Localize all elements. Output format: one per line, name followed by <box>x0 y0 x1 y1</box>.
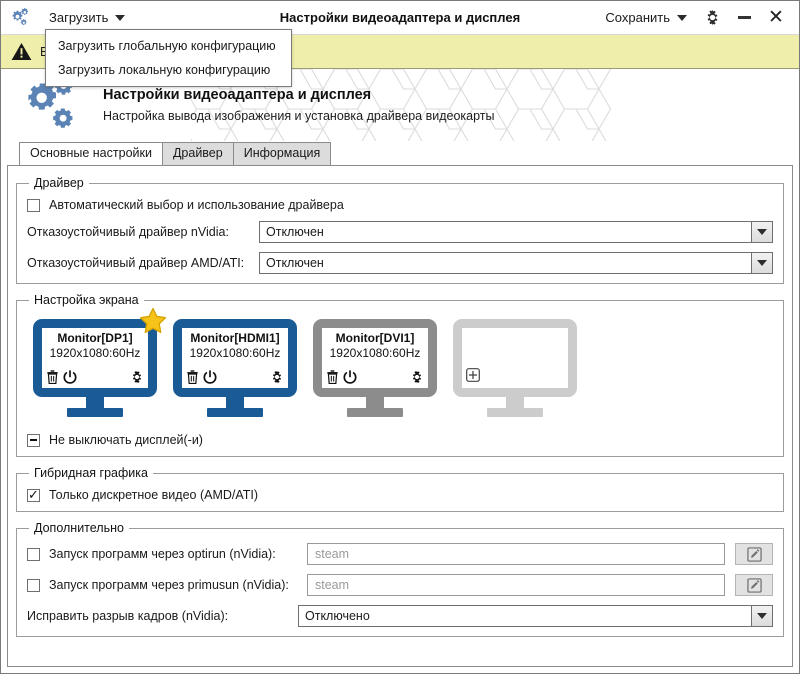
plus-box-icon[interactable] <box>466 368 480 385</box>
tab-content-main-settings: Драйвер Автоматический выбор и использов… <box>7 165 793 667</box>
nvidia-fallback-row: Отказоустойчивый драйвер nVidia: Отключе… <box>27 221 773 243</box>
menu-item-local-config[interactable]: Загрузить локальную конфигурацию <box>58 63 271 77</box>
driver-group-legend: Драйвер <box>34 176 84 190</box>
monitor-card-dp1[interactable]: Monitor[DP1] 1920x1080:60Hz <box>33 307 167 417</box>
primusun-row: Запуск программ через primusun (nVidia):… <box>27 574 773 596</box>
monitor-card-add[interactable] <box>453 319 577 417</box>
close-icon: ✕ <box>768 7 784 28</box>
power-icon[interactable] <box>203 370 217 387</box>
driver-group: Драйвер Автоматический выбор и использов… <box>16 176 784 284</box>
tab-bar: Основные настройки Драйвер Информация <box>1 141 799 165</box>
monitor-card-hdmi1[interactable]: Monitor[HDMI1] 1920x1080:60Hz <box>173 319 297 417</box>
monitor-mode: 1920x1080:60Hz <box>49 346 141 360</box>
chevron-down-icon <box>751 253 772 273</box>
load-menu-button[interactable]: Загрузить <box>41 5 133 31</box>
discrete-only-checkbox[interactable]: ✓ <box>27 486 40 502</box>
power-icon[interactable] <box>343 370 357 387</box>
tab-main-settings[interactable]: Основные настройки <box>19 142 163 165</box>
screen-group-legend: Настройка экрана <box>34 293 139 307</box>
monitor-card-dvi1[interactable]: Monitor[DVI1] 1920x1080:60Hz <box>313 319 437 417</box>
optirun-edit-button[interactable] <box>735 543 773 565</box>
tab-information[interactable]: Информация <box>232 142 332 165</box>
extra-group-legend: Дополнительно <box>34 521 124 535</box>
minimize-icon <box>737 16 751 19</box>
page-subtitle: Настройка вывода изображения и установка… <box>103 109 495 123</box>
close-button[interactable]: ✕ <box>761 4 791 32</box>
app-gears-icon <box>1 7 41 28</box>
menu-item-global-config[interactable]: Загрузить глобальную конфигурацию <box>58 39 276 53</box>
nvidia-fallback-select[interactable]: Отключен <box>259 221 773 243</box>
trash-icon[interactable] <box>186 370 199 387</box>
tearfix-row: Исправить разрыв кадров (nVidia): Отключ… <box>27 605 773 627</box>
hybrid-graphics-legend: Гибридная графика <box>34 466 148 480</box>
primusun-input[interactable]: steam <box>307 574 725 596</box>
save-menu-button[interactable]: Сохранить <box>597 5 695 31</box>
gear-icon[interactable] <box>270 370 284 387</box>
monitor-name: Monitor[DVI1] <box>335 331 415 345</box>
auto-driver-checkbox[interactable] <box>27 198 40 212</box>
tearfix-label: Исправить разрыв кадров (nVidia): <box>27 609 229 623</box>
optirun-input[interactable]: steam <box>307 543 725 565</box>
primusun-checkbox[interactable] <box>27 578 40 592</box>
chevron-down-icon <box>751 606 772 626</box>
discrete-only-label: Только дискретное видео (AMD/ATI) <box>49 488 259 502</box>
monitor-list: Monitor[DP1] 1920x1080:60Hz <box>27 307 773 419</box>
amd-fallback-row: Отказоустойчивый драйвер AMD/ATI: Отключ… <box>27 252 773 274</box>
hybrid-graphics-group: Гибридная графика ✓ Только дискретное ви… <box>16 466 784 512</box>
tab-driver[interactable]: Драйвер <box>161 142 234 165</box>
warning-icon <box>11 42 32 61</box>
monitor-mode: 1920x1080:60Hz <box>329 346 421 360</box>
gear-icon[interactable] <box>130 370 144 387</box>
trash-icon[interactable] <box>326 370 339 387</box>
gear-icon <box>707 9 717 26</box>
load-dropdown-menu[interactable]: Загрузить глобальную конфигурацию Загруз… <box>45 29 292 87</box>
star-icon <box>139 307 167 337</box>
gear-icon[interactable] <box>410 370 424 387</box>
trash-icon[interactable] <box>46 370 59 387</box>
tearfix-select[interactable]: Отключено <box>298 605 773 627</box>
chevron-down-icon <box>751 222 772 242</box>
primusun-label: Запуск программ через primusun (nVidia): <box>49 578 289 592</box>
chevron-down-icon <box>677 14 687 21</box>
auto-driver-row: Автоматический выбор и использование дра… <box>27 198 773 212</box>
amd-fallback-label: Отказоустойчивый драйвер AMD/ATI: <box>27 256 245 270</box>
load-menu-label: Загрузить <box>49 10 109 25</box>
pencil-icon <box>746 577 762 593</box>
optirun-checkbox[interactable] <box>27 547 40 561</box>
keep-display-on-checkbox[interactable] <box>27 433 40 447</box>
amd-fallback-value: Отключен <box>266 256 324 270</box>
settings-button[interactable] <box>697 4 727 32</box>
keep-display-on-row: Не выключать дисплей(-и) <box>27 433 773 447</box>
amd-fallback-select[interactable]: Отключен <box>259 252 773 274</box>
page-title: Настройки видеоадаптера и дисплея <box>103 87 372 103</box>
warning-text: В <box>40 45 48 59</box>
pencil-icon <box>746 546 762 562</box>
chevron-down-icon <box>115 14 126 21</box>
optirun-label: Запуск программ через optirun (nVidia): <box>49 547 276 561</box>
extra-group: Дополнительно Запуск программ через opti… <box>16 521 784 637</box>
monitor-name: Monitor[HDMI1] <box>190 331 280 345</box>
minimize-button[interactable] <box>729 4 759 32</box>
monitor-mode: 1920x1080:60Hz <box>189 346 281 360</box>
auto-driver-label: Автоматический выбор и использование дра… <box>49 198 344 212</box>
keep-display-on-label: Не выключать дисплей(-и) <box>49 433 203 447</box>
nvidia-fallback-label: Отказоустойчивый драйвер nVidia: <box>27 225 229 239</box>
nvidia-fallback-value: Отключен <box>266 225 324 239</box>
power-icon[interactable] <box>63 370 77 387</box>
screen-group: Настройка экрана Monitor[DP1] 1920x1080:… <box>16 293 784 457</box>
optirun-row: Запуск программ через optirun (nVidia): … <box>27 543 773 565</box>
monitor-name: Monitor[DP1] <box>57 331 133 345</box>
primusun-edit-button[interactable] <box>735 574 773 596</box>
discrete-only-row: ✓ Только дискретное видео (AMD/ATI) <box>27 488 773 502</box>
save-menu-label: Сохранить <box>605 10 670 25</box>
tearfix-value: Отключено <box>305 609 370 623</box>
